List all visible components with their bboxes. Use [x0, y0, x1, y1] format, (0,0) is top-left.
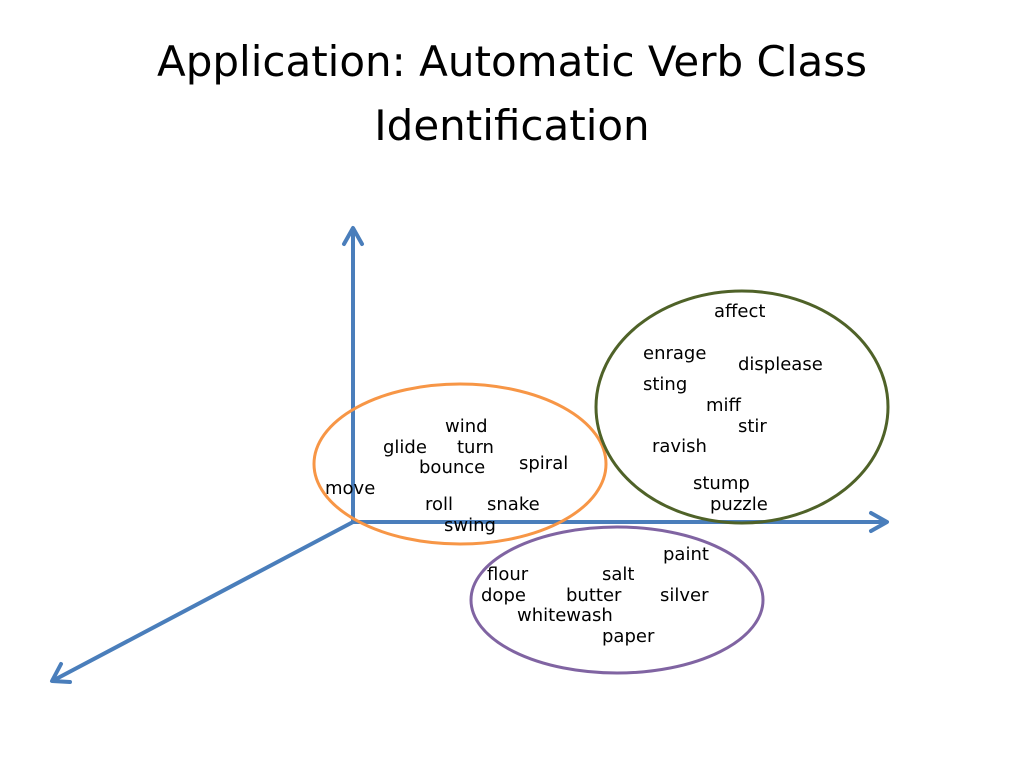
verb-label-stump: stump — [693, 473, 750, 494]
verb-label-sting: sting — [643, 374, 687, 395]
z-axis — [54, 520, 355, 681]
z-axis-arrowhead — [50, 662, 72, 684]
verb-label-glide: glide — [383, 437, 427, 458]
verb-label-affect: affect — [714, 301, 765, 322]
verb-label-spiral: spiral — [519, 453, 568, 474]
verb-label-snake: snake — [487, 494, 540, 515]
motion-cluster-ellipse — [312, 382, 608, 546]
verb-label-paint: paint — [663, 544, 709, 565]
verb-label-roll: roll — [425, 494, 453, 515]
verb-label-stir: stir — [738, 416, 767, 437]
verb-label-move: move — [325, 478, 375, 499]
verb-label-butter: butter — [566, 585, 622, 606]
x-axis-arrowhead — [869, 511, 889, 533]
verb-label-bounce: bounce — [419, 457, 485, 478]
verb-label-salt: salt — [602, 564, 634, 585]
substance-cluster-ellipse — [469, 525, 765, 675]
verb-label-miff: miff — [706, 395, 742, 416]
axes — [50, 226, 889, 684]
verb-label-puzzle: puzzle — [710, 494, 768, 515]
psych-cluster-ellipse — [594, 289, 890, 525]
verb-label-ravish: ravish — [652, 436, 707, 457]
verb-label-wind: wind — [445, 416, 488, 437]
verb-label-whitewash: whitewash — [517, 605, 613, 626]
substance-verb-cluster: paint flour salt dope butter silver whit… — [469, 525, 765, 675]
verb-label-paper: paper — [602, 626, 655, 647]
verb-label-enrage: enrage — [643, 343, 706, 364]
y-axis-arrowhead — [342, 226, 364, 246]
verb-label-dope: dope — [481, 585, 526, 606]
slide-title: Application: Automatic Verb Class Identi… — [156, 37, 867, 150]
verb-label-silver: silver — [660, 585, 709, 606]
psych-verb-cluster: affect enrage displease sting miff stir … — [594, 289, 890, 525]
verb-label-flour: flour — [487, 564, 529, 585]
verb-label-swing: swing — [444, 515, 496, 536]
verb-label-displease: displease — [738, 354, 823, 375]
verb-label-turn: turn — [457, 437, 494, 458]
motion-verb-cluster: wind glide turn bounce spiral move roll … — [312, 382, 608, 546]
